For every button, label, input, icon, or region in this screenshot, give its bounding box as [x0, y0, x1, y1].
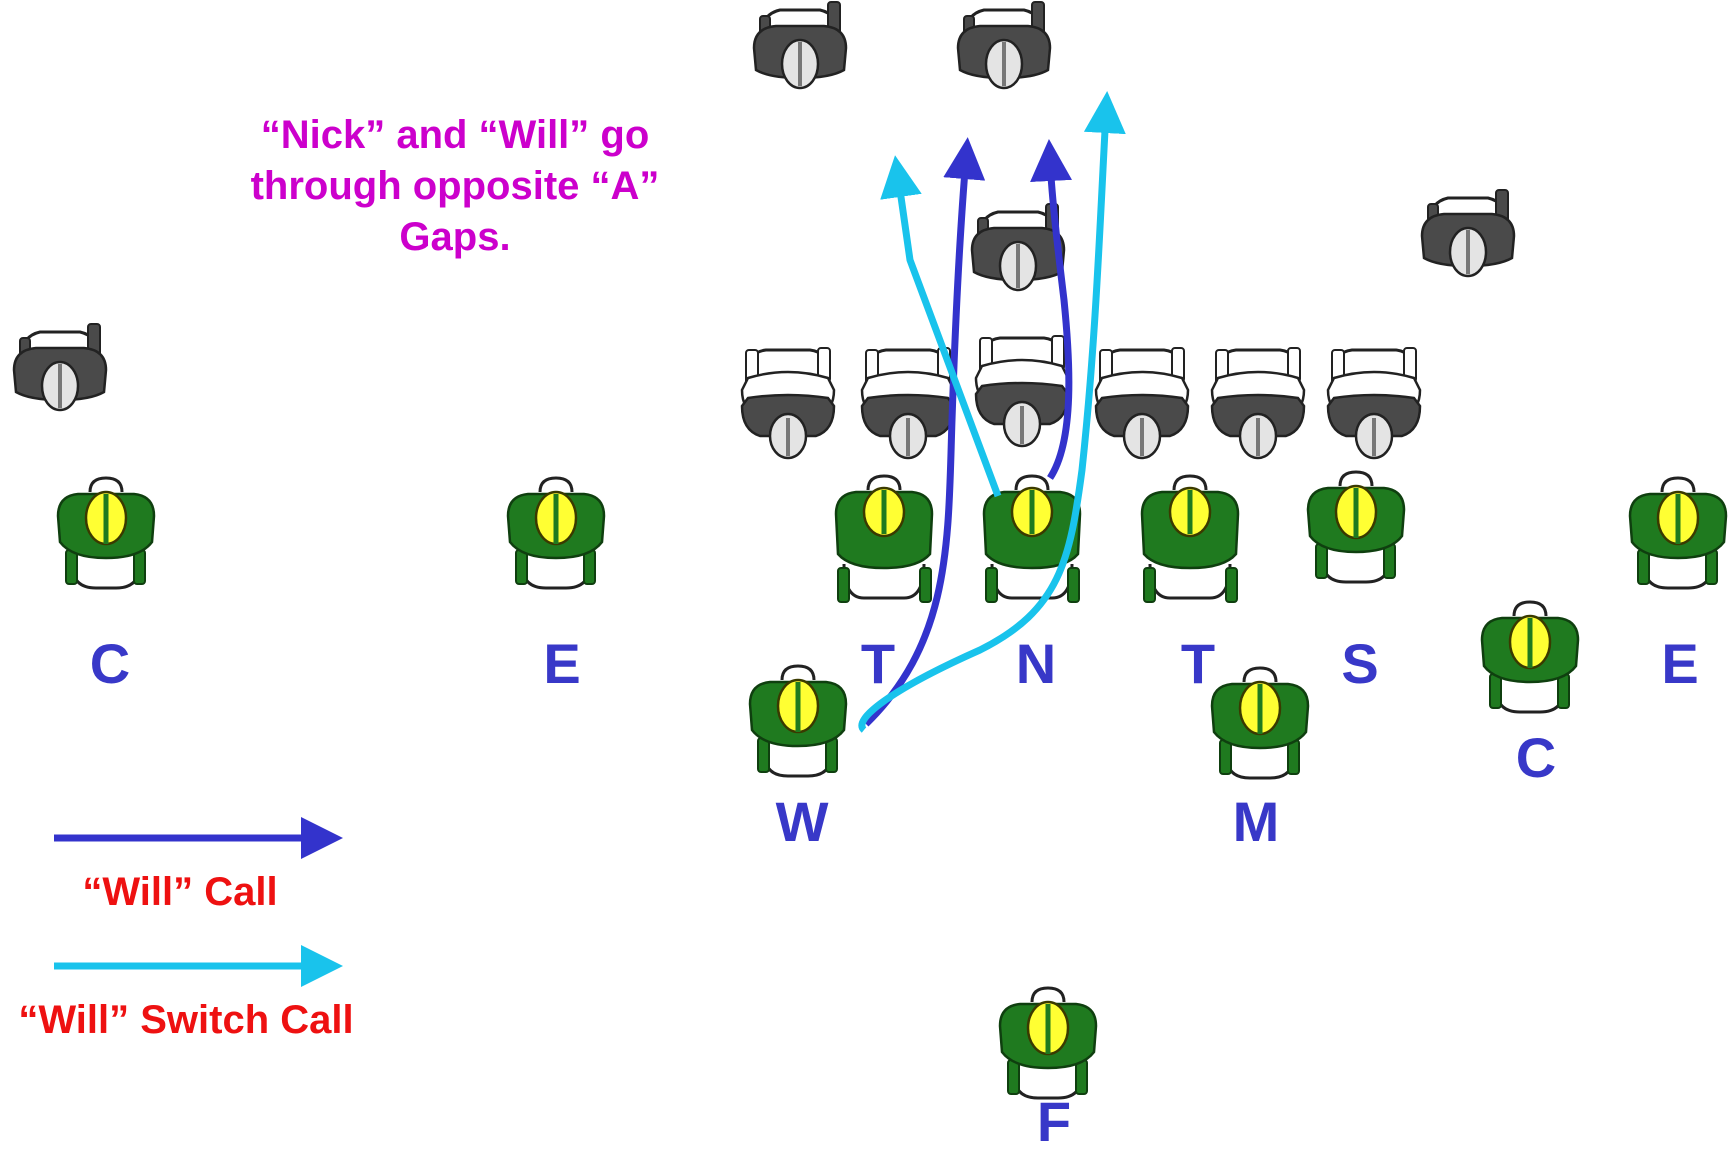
position-label-e: E [543, 632, 581, 695]
play-note-line: Gaps. [399, 215, 511, 259]
position-label-t: T [860, 632, 896, 695]
offensive-player-icon [974, 334, 1070, 448]
position-label-e2: E [1661, 632, 1699, 695]
defensive-player-icon [750, 666, 846, 776]
position-label-n: N [1015, 632, 1057, 695]
position-label-m: M [1232, 790, 1280, 853]
defensive-player-icon [836, 476, 932, 602]
nick-switch-route [880, 155, 1002, 498]
will-switch-route [858, 91, 1126, 733]
offensive-player-icon [1420, 188, 1516, 278]
position-label-c2: C [1515, 726, 1557, 789]
play-note-line: “Nick” and “Will” go [260, 113, 650, 157]
play-note-line: through opposite “A” [250, 164, 660, 208]
offensive-player-icon [740, 346, 836, 460]
defensive-player-icon [1000, 988, 1096, 1098]
offensive-player-icon [1094, 346, 1190, 460]
defensive-player-icon [58, 478, 154, 588]
will-call-route [863, 137, 986, 727]
defensive-player-icon [508, 478, 604, 588]
offensive-player-icon [12, 322, 108, 412]
defensive-player-icon [1482, 602, 1578, 712]
position-label-f: F [1036, 1090, 1072, 1153]
position-label-w: W [775, 790, 829, 853]
nick-route [1030, 139, 1073, 480]
defensive-player-icon [1630, 478, 1726, 588]
position-label-s: S [1341, 632, 1379, 695]
play-note: “Nick” and “Will” go through opposite “A… [190, 110, 720, 263]
defensive-player-icon [1212, 668, 1308, 778]
position-label-t2: T [1180, 632, 1216, 695]
offensive-player-icon [970, 202, 1066, 292]
offensive-player-icon [752, 0, 848, 90]
offensive-player-icon [860, 346, 956, 460]
offensive-player-icon [1210, 346, 1306, 460]
offensive-player-icon [1326, 346, 1422, 460]
position-label-c: C [89, 632, 131, 695]
defensive-player-icon [1142, 476, 1238, 602]
offensive-player-icon [956, 0, 1052, 90]
legend-will-label: “Will” Call [82, 870, 278, 914]
legend-switch-label: “Will” Switch Call [18, 998, 354, 1042]
defensive-player-icon [1308, 472, 1404, 582]
